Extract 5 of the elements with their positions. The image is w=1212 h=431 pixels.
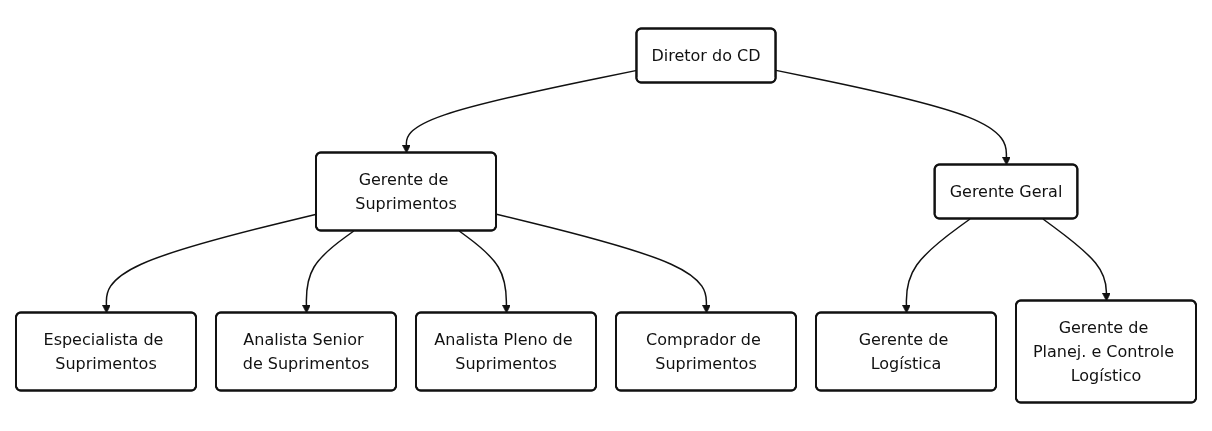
arrow bbox=[775, 69, 1011, 166]
arrow bbox=[1042, 218, 1111, 302]
arrow bbox=[302, 230, 355, 314]
arrow bbox=[458, 230, 511, 314]
arrow bbox=[902, 218, 971, 314]
